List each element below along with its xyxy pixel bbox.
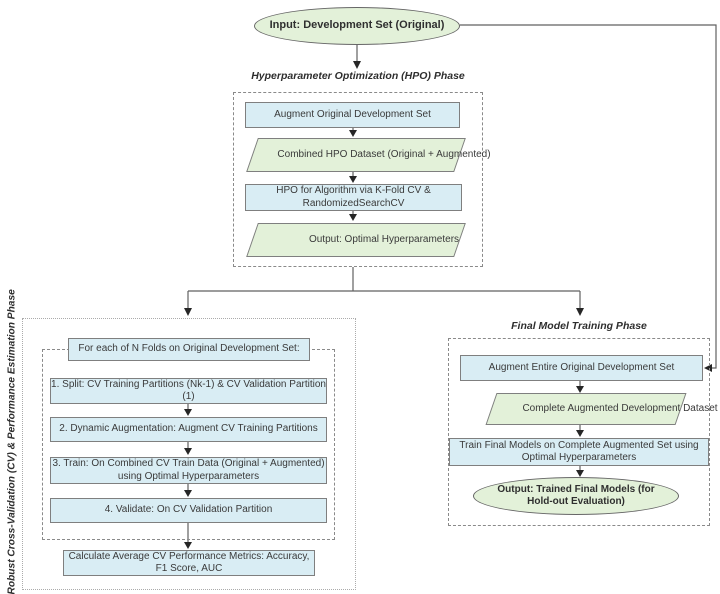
hpo-phase-title: Hyperparameter Optimization (HPO) Phase [251, 70, 465, 82]
cv-step-split: 1. Split: CV Training Partitions (Nk-1) … [50, 378, 327, 404]
hpo-step-augment: Augment Original Development Set [245, 102, 460, 128]
cv-phase-boundary [22, 318, 356, 590]
final-phase-boundary [448, 338, 710, 526]
parallelogram-label: Output: Optimal Hyperparameters [308, 233, 460, 245]
hpo-step-combined-dataset: Combined HPO Dataset (Original + Augment… [243, 138, 491, 172]
final-phase-title: Final Model Training Phase [511, 320, 647, 332]
input-node: Input: Development Set (Original) [254, 7, 460, 45]
cv-loop-header: For each of N Folds on Original Developm… [68, 338, 310, 361]
cv-step-validate: 4. Validate: On CV Validation Partition [50, 498, 327, 523]
final-step-augment: Augment Entire Original Development Set [460, 355, 703, 381]
cv-step-augment: 2. Dynamic Augmentation: Augment CV Trai… [50, 417, 327, 442]
final-step-dataset: Complete Augmented Development Dataset [482, 393, 718, 425]
cv-result-metrics: Calculate Average CV Performance Metrics… [63, 550, 315, 576]
parallelogram-label: Complete Augmented Development Dataset [522, 402, 718, 414]
hpo-step-search: HPO for Algorithm via K-Fold CV & Random… [245, 184, 462, 211]
cv-phase-side-label: Robust Cross-Validation (CV) & Performan… [6, 289, 18, 594]
parallelogram-label: Combined HPO Dataset (Original + Augment… [277, 148, 491, 160]
final-output-node: Output: Trained Final Models (for Hold-o… [473, 477, 679, 515]
hpo-phase-boundary [233, 92, 483, 267]
final-step-train: Train Final Models on Complete Augmented… [449, 438, 709, 466]
hpo-step-output: Output: Optimal Hyperparameters [243, 223, 469, 257]
cv-step-train: 3. Train: On Combined CV Train Data (Ori… [50, 457, 327, 484]
